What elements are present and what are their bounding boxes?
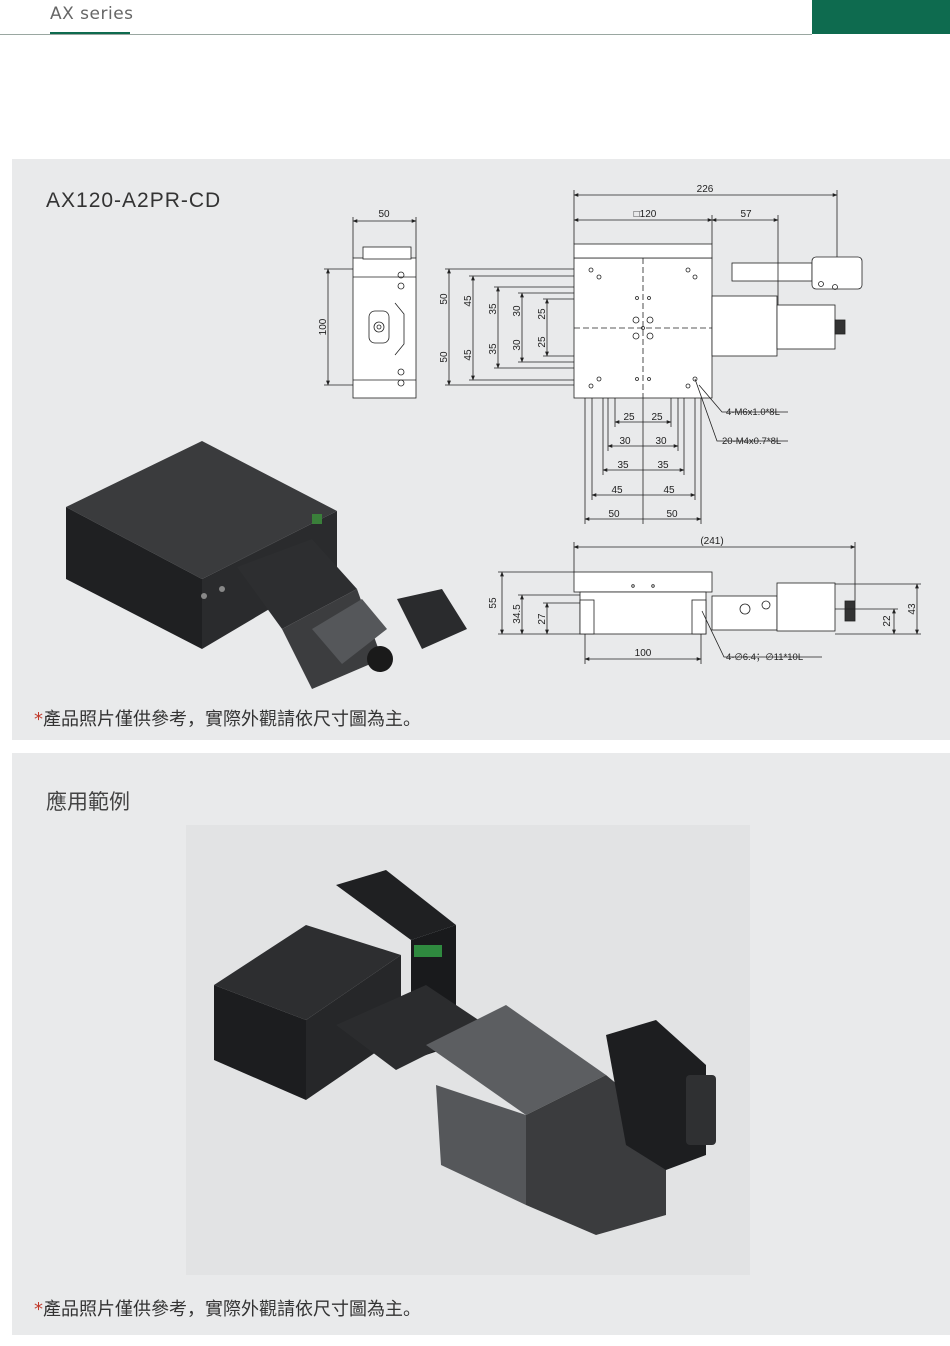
svg-text:55: 55: [488, 597, 499, 609]
svg-text:43: 43: [907, 603, 918, 615]
dim-front-length: (241): [700, 536, 723, 547]
header-accent-block: [812, 0, 950, 34]
product-render: [66, 441, 467, 689]
callout-counterbore: 4-∅6.4；∅11*10L: [726, 652, 803, 663]
callout-m4: 20-M4x0.7*8L: [722, 436, 781, 447]
product-panel: AX120-A2PR-CD: [12, 159, 950, 740]
dim-motor-extension: 57: [740, 209, 752, 220]
dim-side-width: 50: [378, 209, 390, 220]
svg-text:30: 30: [655, 436, 667, 447]
dim-total-length: 226: [697, 184, 714, 195]
svg-text:45: 45: [611, 485, 623, 496]
page-header: AX series: [0, 0, 950, 36]
svg-text:45: 45: [663, 485, 675, 496]
svg-text:30: 30: [512, 339, 523, 351]
dimension-drawing: 50 100 226 □120 57 50 50 45 45 35 35 30 …: [66, 184, 921, 689]
svg-text:50: 50: [439, 293, 450, 305]
svg-text:35: 35: [657, 460, 669, 471]
dim-table-size: □120: [634, 209, 657, 220]
dim-side-height: 100: [318, 318, 329, 335]
callout-m6: 4-M6x1.0*8L: [726, 407, 780, 418]
svg-text:34.5: 34.5: [512, 604, 523, 624]
application-title: 應用範例: [46, 790, 130, 814]
front-view-table: [573, 571, 713, 593]
model-title: AX120-A2PR-CD: [46, 189, 222, 212]
svg-text:25: 25: [651, 412, 663, 423]
svg-text:35: 35: [617, 460, 629, 471]
svg-text:25: 25: [623, 412, 635, 423]
application-photo: [186, 825, 750, 1275]
side-view-body: [352, 257, 417, 399]
series-label: AX series: [50, 4, 134, 24]
svg-text:50: 50: [439, 351, 450, 363]
series-underline: [50, 32, 130, 35]
svg-text:25: 25: [537, 336, 548, 348]
dim-front-base: 100: [635, 648, 652, 659]
svg-text:27: 27: [537, 613, 548, 625]
svg-text:30: 30: [512, 305, 523, 317]
svg-text:50: 50: [666, 509, 678, 520]
svg-text:22: 22: [882, 615, 893, 627]
product-photo-note: *產品照片僅供參考，實際外觀請依尺寸圖為主。: [34, 709, 421, 730]
svg-text:35: 35: [488, 303, 499, 315]
svg-text:50: 50: [608, 509, 620, 520]
application-panel: 應用範例 *產品照片僅供參考，實際外觀請依尺寸圖為主。: [12, 753, 950, 1335]
application-render: [214, 870, 716, 1235]
header-rule: [0, 34, 812, 35]
svg-text:45: 45: [463, 349, 474, 361]
svg-text:45: 45: [463, 295, 474, 307]
application-photo-note: *產品照片僅供參考，實際外觀請依尺寸圖為主。: [34, 1299, 421, 1320]
svg-text:35: 35: [488, 343, 499, 355]
svg-text:30: 30: [619, 436, 631, 447]
svg-text:25: 25: [537, 308, 548, 320]
